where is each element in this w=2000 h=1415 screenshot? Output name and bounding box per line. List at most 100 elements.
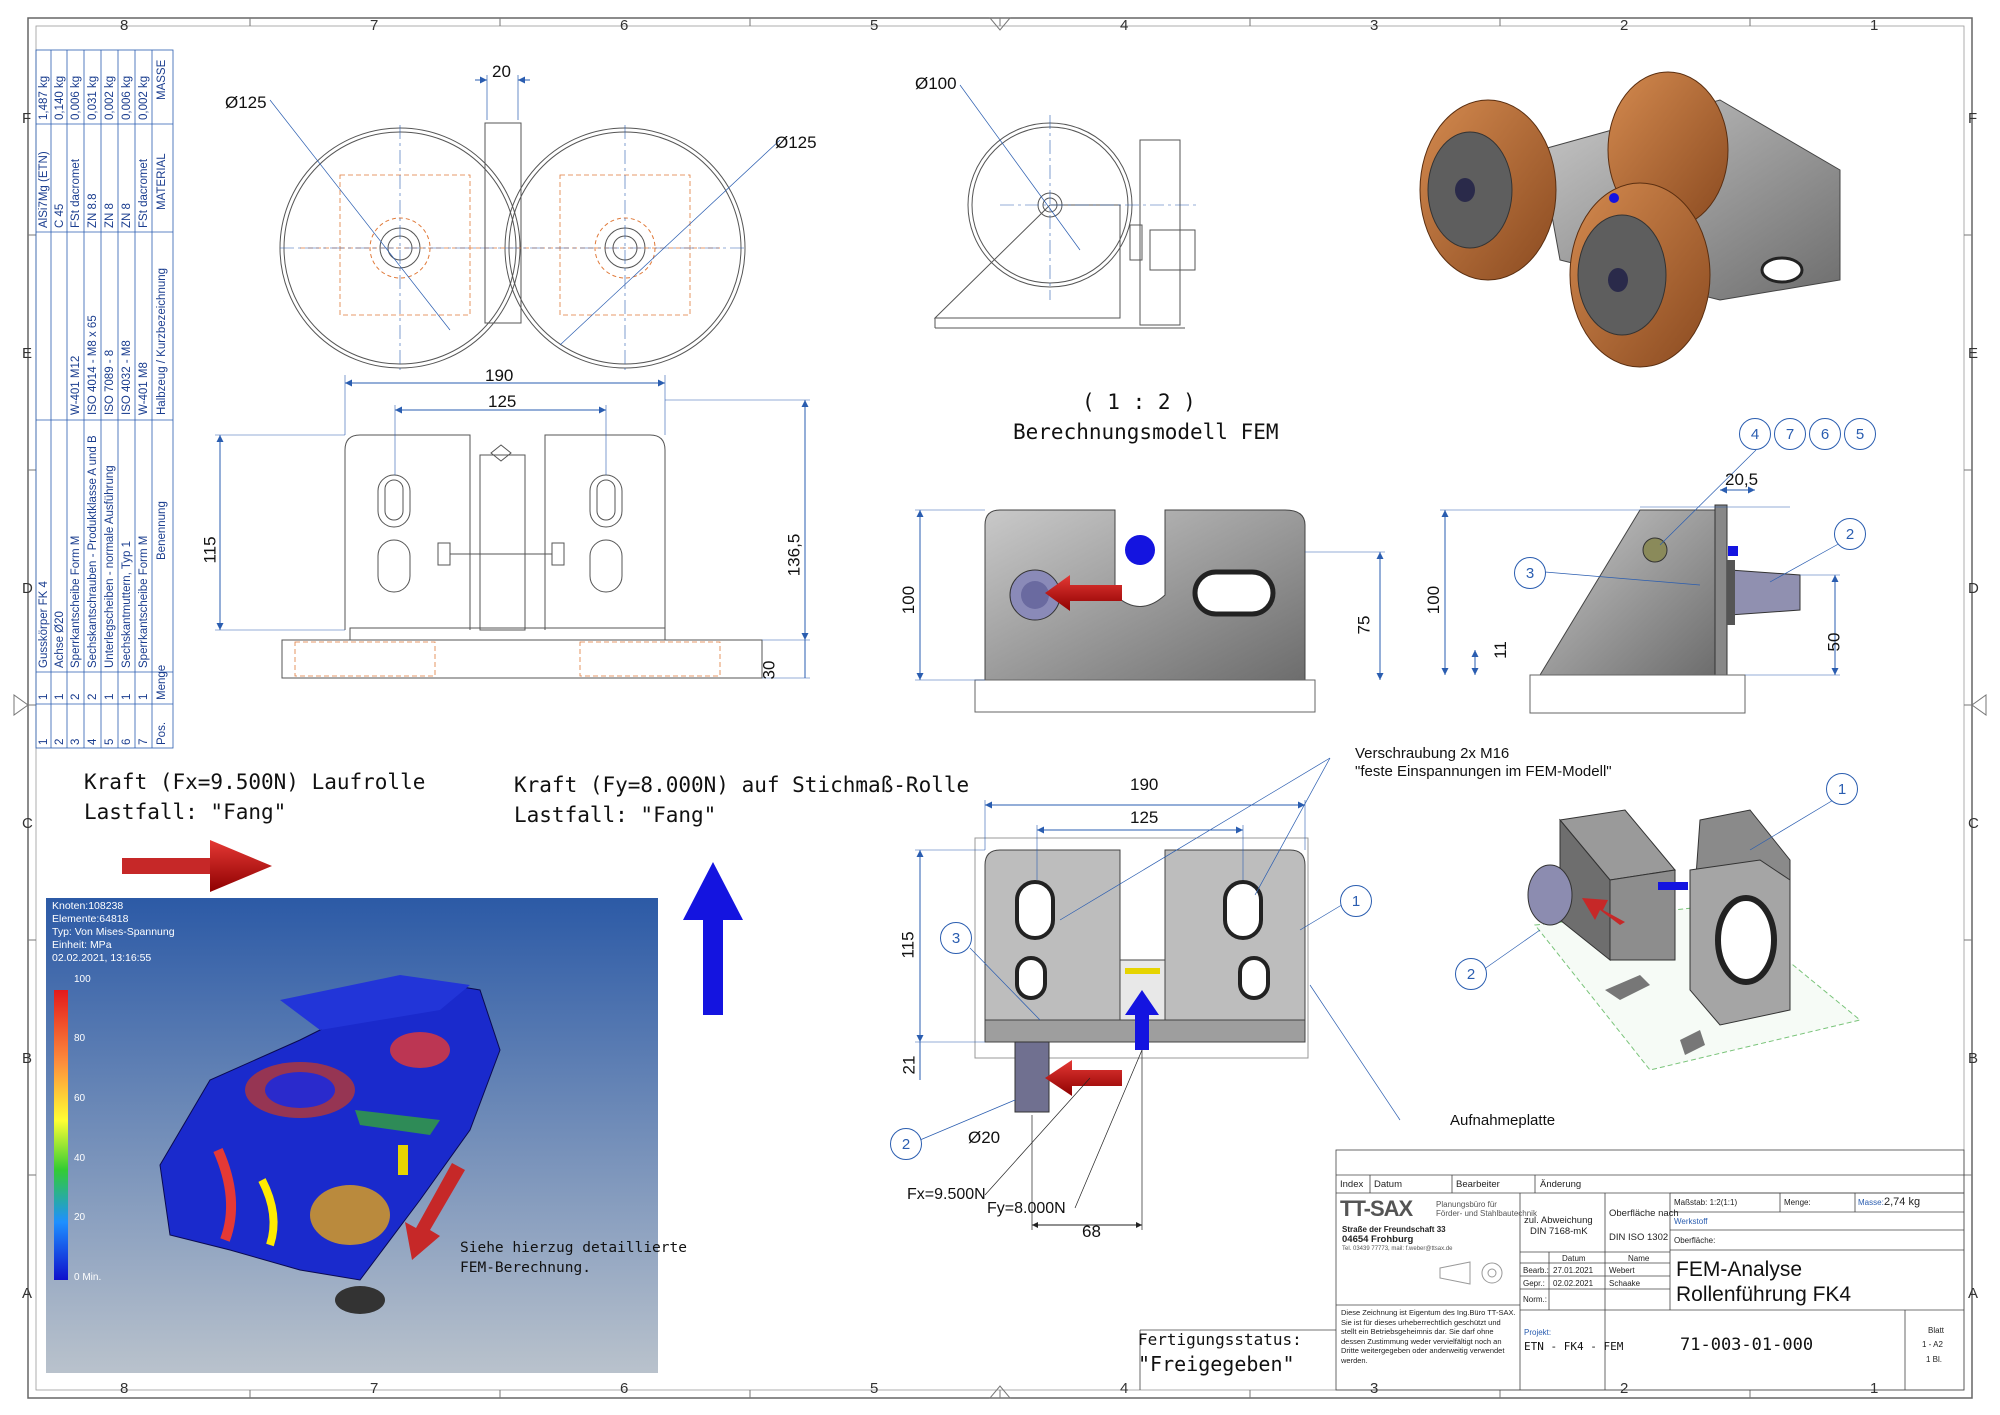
grid-col: 8 bbox=[120, 17, 129, 34]
grid-row: D bbox=[22, 580, 33, 597]
gepr-label: Gepr.: bbox=[1523, 1279, 1545, 1288]
screw-note: "feste Einspannungen im FEM-Modell" bbox=[1355, 763, 1612, 780]
row-pos: 7 bbox=[138, 738, 150, 745]
masse-label: Masse: bbox=[1858, 1198, 1884, 1207]
norm-label: Norm.: bbox=[1523, 1295, 1547, 1304]
row-benennung: Unterlegscheiben - normale Ausführung bbox=[104, 465, 116, 668]
grid-row: E bbox=[1968, 345, 1979, 362]
force-fy-label: Fy=8.000N bbox=[987, 1200, 1066, 1217]
grid-row: D bbox=[1968, 580, 1979, 597]
bl-value: 1 Bl. bbox=[1926, 1355, 1943, 1364]
row-halbzeug: ISO 7089 - 8 bbox=[104, 349, 116, 415]
dim-bot-w190: 190 bbox=[1130, 775, 1159, 794]
scale-label: Maßstab: 1:2(1:1) bbox=[1674, 1198, 1738, 1207]
row-pos: 6 bbox=[121, 738, 133, 745]
row-material: ZN 8 bbox=[121, 203, 133, 228]
row-material: ZN 8 bbox=[104, 203, 116, 228]
row-menge: 1 bbox=[38, 693, 50, 700]
row-masse: 1,487 kg bbox=[38, 75, 50, 120]
bearb-name: Webert bbox=[1609, 1266, 1635, 1275]
row-benennung: Sperrkantscheibe Form M bbox=[138, 535, 150, 668]
row-masse: 0,031 kg bbox=[87, 75, 99, 120]
grid-col: 8 bbox=[120, 1380, 129, 1397]
company-city: 04654 Frohburg bbox=[1342, 1234, 1414, 1245]
header-masse: MASSE bbox=[156, 59, 168, 100]
model-caption: Berechnungsmodell FEM bbox=[1013, 420, 1279, 444]
fem-type: Typ: Von Mises-Spannung bbox=[52, 926, 175, 938]
balloon: 5 bbox=[1844, 418, 1876, 450]
dim-fem-h75: 75 bbox=[1354, 615, 1374, 635]
top-wheels-view bbox=[269, 75, 781, 370]
force-y-caption: Kraft (Fy=8.000N) auf Stichmaß-Rolle bbox=[514, 773, 970, 797]
row-halbzeug: W-401 M12 bbox=[70, 355, 82, 415]
bracket-front-view bbox=[215, 375, 810, 679]
grid-col: 7 bbox=[370, 17, 379, 34]
grid-col: 2 bbox=[1620, 17, 1629, 34]
row-pos: 1 bbox=[38, 738, 50, 745]
scale-caption: ( 1 : 2 ) bbox=[1082, 390, 1196, 414]
drawing-number: 71-003-01-000 bbox=[1680, 1335, 1814, 1355]
blatt-label: Blatt bbox=[1928, 1326, 1945, 1335]
fem-side-view bbox=[1440, 449, 1843, 714]
fem-scale-label: 0 Min. bbox=[74, 1272, 102, 1283]
row-material: FSt dacromet bbox=[138, 158, 150, 228]
tb-h-aenderung: Änderung bbox=[1540, 1179, 1582, 1190]
dim-h30: 30 bbox=[759, 660, 779, 680]
drawing-title-2: Rollenführung FK4 bbox=[1676, 1283, 1852, 1306]
row-halbzeug: W-401 M8 bbox=[138, 362, 150, 415]
grid-col: 7 bbox=[370, 1380, 379, 1397]
col-name: Name bbox=[1628, 1254, 1650, 1263]
row-halbzeug: ISO 4032 - M8 bbox=[121, 340, 133, 415]
header-benennung: Benennung bbox=[156, 501, 168, 560]
row-masse: 0,006 kg bbox=[121, 75, 133, 120]
balloon: 6 bbox=[1809, 418, 1841, 450]
row-menge: 1 bbox=[121, 693, 133, 700]
dim-d100: Ø100 bbox=[915, 74, 957, 93]
blatt-value: 1 - A2 bbox=[1922, 1340, 1943, 1349]
row-masse: 0,002 kg bbox=[138, 75, 150, 120]
plate-caption: Aufnahmeplatte bbox=[1450, 1112, 1556, 1129]
iso-wheels-3d bbox=[1419, 71, 1841, 368]
fem-scale-label: 80 bbox=[74, 1033, 86, 1044]
grid-col: 4 bbox=[1120, 1380, 1129, 1397]
surf-value: DIN ISO 1302 bbox=[1609, 1232, 1669, 1243]
grid-col: 4 bbox=[1120, 17, 1129, 34]
tb-h-bearbeiter: Bearbeiter bbox=[1456, 1179, 1500, 1190]
company-sub1: Planungsbüro für bbox=[1436, 1200, 1497, 1209]
tol-label: zul. Abweichung bbox=[1524, 1215, 1593, 1226]
grid-row: F bbox=[1968, 110, 1978, 127]
dim-bot-h21: 21 bbox=[899, 1055, 919, 1075]
menge-label: Menge: bbox=[1784, 1198, 1811, 1207]
status-label: Fertigungsstatus: bbox=[1138, 1330, 1302, 1349]
grid-col: 5 bbox=[870, 17, 879, 34]
row-pos: 3 bbox=[70, 738, 82, 745]
dim-d125-left: Ø125 bbox=[225, 93, 267, 112]
row-menge: 1 bbox=[138, 693, 150, 700]
company-sub2: Förder- und Stahlbautechnik bbox=[1436, 1209, 1537, 1218]
grid-row: B bbox=[22, 1050, 33, 1067]
grid-col: 1 bbox=[1870, 17, 1879, 34]
dim-bot-d20: Ø20 bbox=[968, 1128, 1001, 1147]
dim-bot-w68: 68 bbox=[1082, 1222, 1101, 1241]
dim-fem-h100: 100 bbox=[899, 585, 919, 615]
assembly-front-view bbox=[915, 757, 1401, 1230]
grid-row: C bbox=[1968, 815, 1979, 832]
force-arrow-x bbox=[122, 840, 272, 892]
row-material: FSt dacromet bbox=[70, 158, 82, 228]
case-y-caption: Lastfall: "Fang" bbox=[514, 803, 717, 827]
row-pos: 4 bbox=[87, 738, 99, 745]
grid-col: 3 bbox=[1370, 17, 1379, 34]
row-material: C 45 bbox=[54, 203, 66, 228]
balloon: 4 bbox=[1739, 418, 1771, 450]
col-datum: Datum bbox=[1562, 1254, 1586, 1263]
fem-front-view bbox=[915, 509, 1385, 713]
fem-scale-label: 60 bbox=[74, 1093, 86, 1104]
fem-unit: Einheit: MPa bbox=[52, 939, 112, 951]
dim-h115-top: 115 bbox=[200, 536, 220, 564]
balloon: 1 bbox=[1340, 885, 1372, 917]
status-value: "Freigegeben" bbox=[1138, 1352, 1295, 1376]
company-street: Straße der Freundschaft 33 bbox=[1342, 1225, 1446, 1234]
projekt-value: ETN - FK4 - FEM bbox=[1524, 1340, 1624, 1353]
company-contact: Tel. 03439 77773, mail: f.weber@ttsax.de bbox=[1342, 1246, 1453, 1252]
row-masse: 0,002 kg bbox=[104, 75, 116, 120]
